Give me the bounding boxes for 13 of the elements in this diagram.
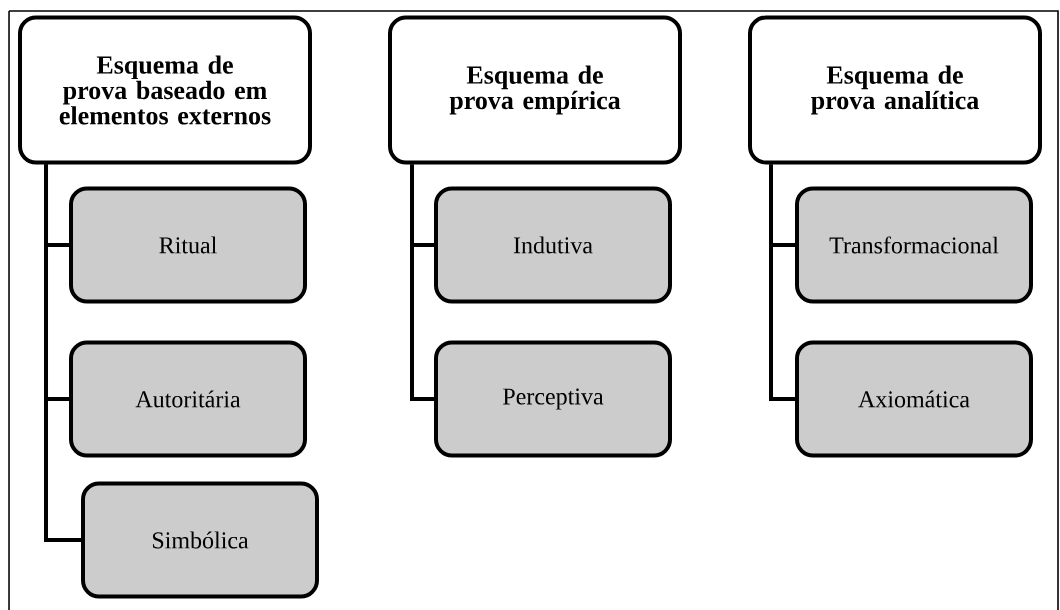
heading-box: Esquema de prova baseado em elementos externos <box>18 15 312 165</box>
connector-line <box>410 164 434 401</box>
connector-line <box>769 164 795 401</box>
category-box: Simbólica <box>81 481 319 599</box>
heading-box: Esquema de prova analítica <box>748 15 1042 165</box>
category-box: Indutiva <box>434 186 672 304</box>
category-box: Perceptiva <box>434 340 672 458</box>
category-box: Autoritária <box>69 340 307 458</box>
category-box: Ritual <box>69 186 307 304</box>
connector-line <box>44 164 81 542</box>
category-box: Axiomática <box>795 340 1033 458</box>
heading-box: Esquema de prova empírica <box>388 15 682 165</box>
category-box: Transformacional <box>795 186 1033 304</box>
